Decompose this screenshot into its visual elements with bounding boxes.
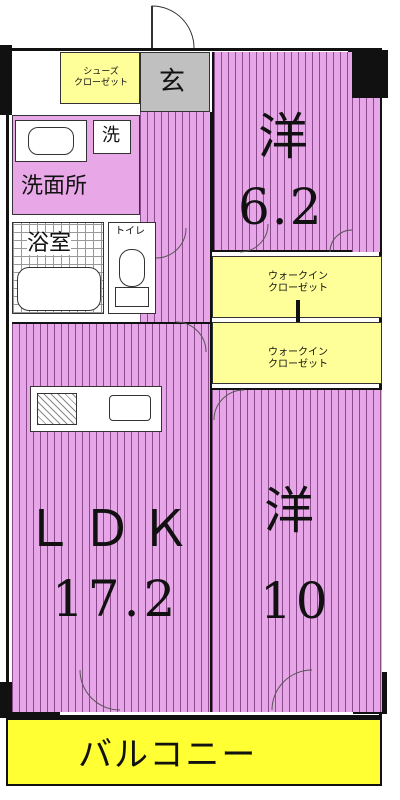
western-room-2-size: 10 (260, 572, 332, 630)
balcony-label: バルコニー (78, 735, 258, 775)
toilet-label: トイレ (115, 226, 145, 237)
balcony: バルコニー (6, 718, 382, 786)
ldk-room: ＬＤＫ 17.2 (12, 322, 212, 712)
wash-basin-icon (15, 120, 87, 162)
toilet-room: トイレ (108, 222, 156, 314)
walk-in-closet-2: ウォークイン クローゼット (212, 322, 382, 384)
walk-in-closet-2-label: ウォークイン クローゼット (268, 347, 328, 370)
kitchen-counter (30, 386, 162, 432)
stove-icon (37, 393, 77, 425)
western-room-2: 洋 10 (212, 388, 382, 712)
genkan-label: 玄 (159, 67, 186, 97)
bathroom: 浴室 (12, 222, 104, 314)
western-room-2-label: 洋 (264, 482, 314, 540)
sink-icon (109, 395, 151, 421)
western-room-1-size: 6.2 (238, 178, 324, 236)
western-room-1: 洋 6.2 (212, 52, 352, 252)
shoes-closet-label: シューズ クローゼット (73, 67, 128, 88)
genkan-area: 玄 (140, 52, 210, 112)
washer-label: 洗 (102, 125, 120, 146)
entrance-door-icon (151, 5, 195, 49)
ldk-size: 17.2 (52, 570, 180, 628)
toilet-icon (119, 249, 145, 287)
ldk-label: ＬＤＫ (24, 500, 198, 558)
walk-in-closet-1-label: ウォークイン クローゼット (268, 271, 328, 294)
washer-box: 洗 (93, 120, 131, 154)
bathtub-icon (17, 267, 101, 311)
western-room-1-label: 洋 (258, 108, 308, 166)
bathroom-label: 浴室 (27, 231, 72, 256)
toilet-tank-icon (115, 287, 149, 307)
senmenjo-area: 洗 洗面所 (12, 115, 140, 215)
senmenjo-label: 洗面所 (21, 174, 88, 199)
shoes-closet: シューズ クローゼット (60, 52, 140, 104)
western-room-1-edge (352, 98, 380, 252)
